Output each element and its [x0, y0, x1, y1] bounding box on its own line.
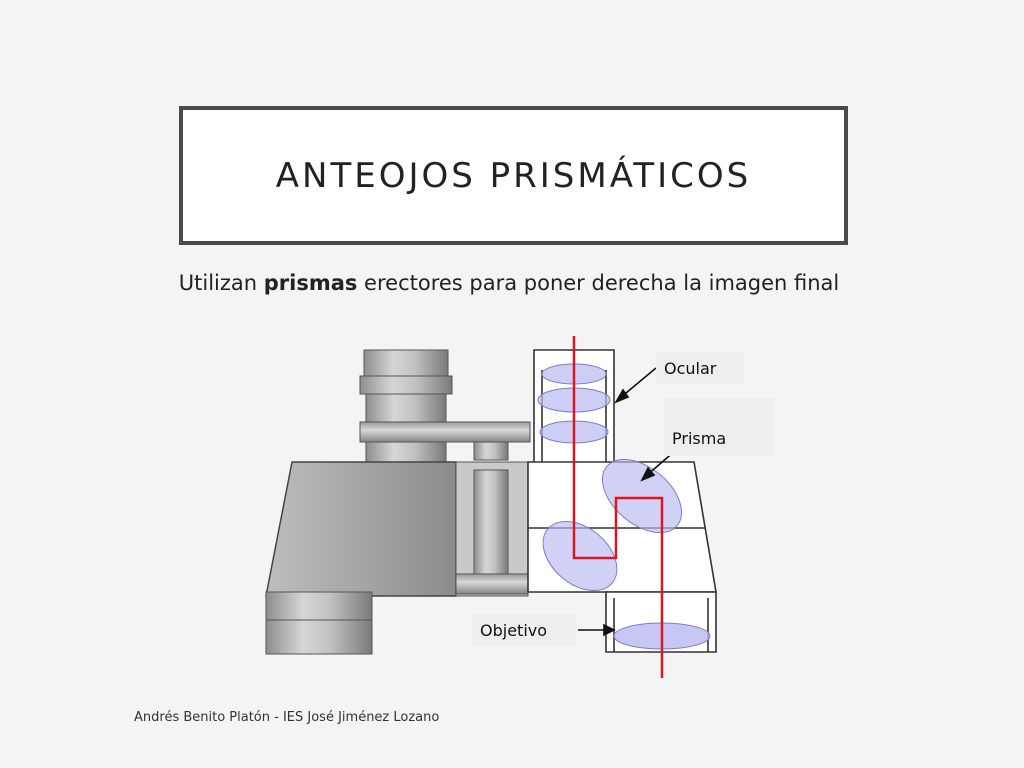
light-ray: [572, 336, 664, 678]
slide-title: ANTEOJOS PRISMÁTICOS: [275, 155, 752, 196]
label-prisma: Prisma: [664, 398, 774, 456]
ocular-arrowhead: [614, 388, 630, 404]
subtitle-text-after: erectores para poner derecha la imagen f…: [357, 271, 840, 295]
label-ocular: Ocular: [656, 352, 744, 384]
left-body-housing: [265, 461, 457, 597]
label-objetivo: Objetivo: [472, 614, 576, 646]
slide-footer: Andrés Benito Platón - IES José Jiménez …: [134, 710, 440, 725]
subtitle-emphasis: prismas: [263, 271, 358, 295]
left-eyecup-top: [363, 349, 449, 377]
subtitle-text-before: Utilizan: [178, 271, 264, 295]
label-ocular-text: Ocular: [664, 358, 717, 378]
left-eyecup-ring: [359, 375, 453, 395]
slide-subtitle: Utilizan prismas erectores para poner de…: [0, 271, 1018, 295]
left-objective-ring: [265, 591, 373, 621]
bridge-bar: [359, 421, 531, 443]
left-objective-tube: [265, 619, 373, 655]
label-prisma-text: Prisma: [672, 429, 727, 448]
objetivo-arrowhead: [603, 623, 616, 637]
hinge-axle: [473, 469, 509, 583]
left-binocular-exterior: [265, 349, 531, 655]
left-eyepiece-tube: [365, 393, 447, 423]
label-objetivo-text: Objetivo: [480, 620, 548, 640]
lower-prism: [542, 521, 618, 591]
title-box: ANTEOJOS PRISMÁTICOS: [179, 106, 848, 245]
prisma-arrowhead: [640, 466, 656, 482]
hinge-bottom-bar: [455, 573, 529, 595]
focus-knob: [473, 441, 509, 461]
pointer-arrows: [578, 367, 677, 637]
prisms: [542, 458, 683, 591]
left-upper-tube: [365, 441, 447, 463]
